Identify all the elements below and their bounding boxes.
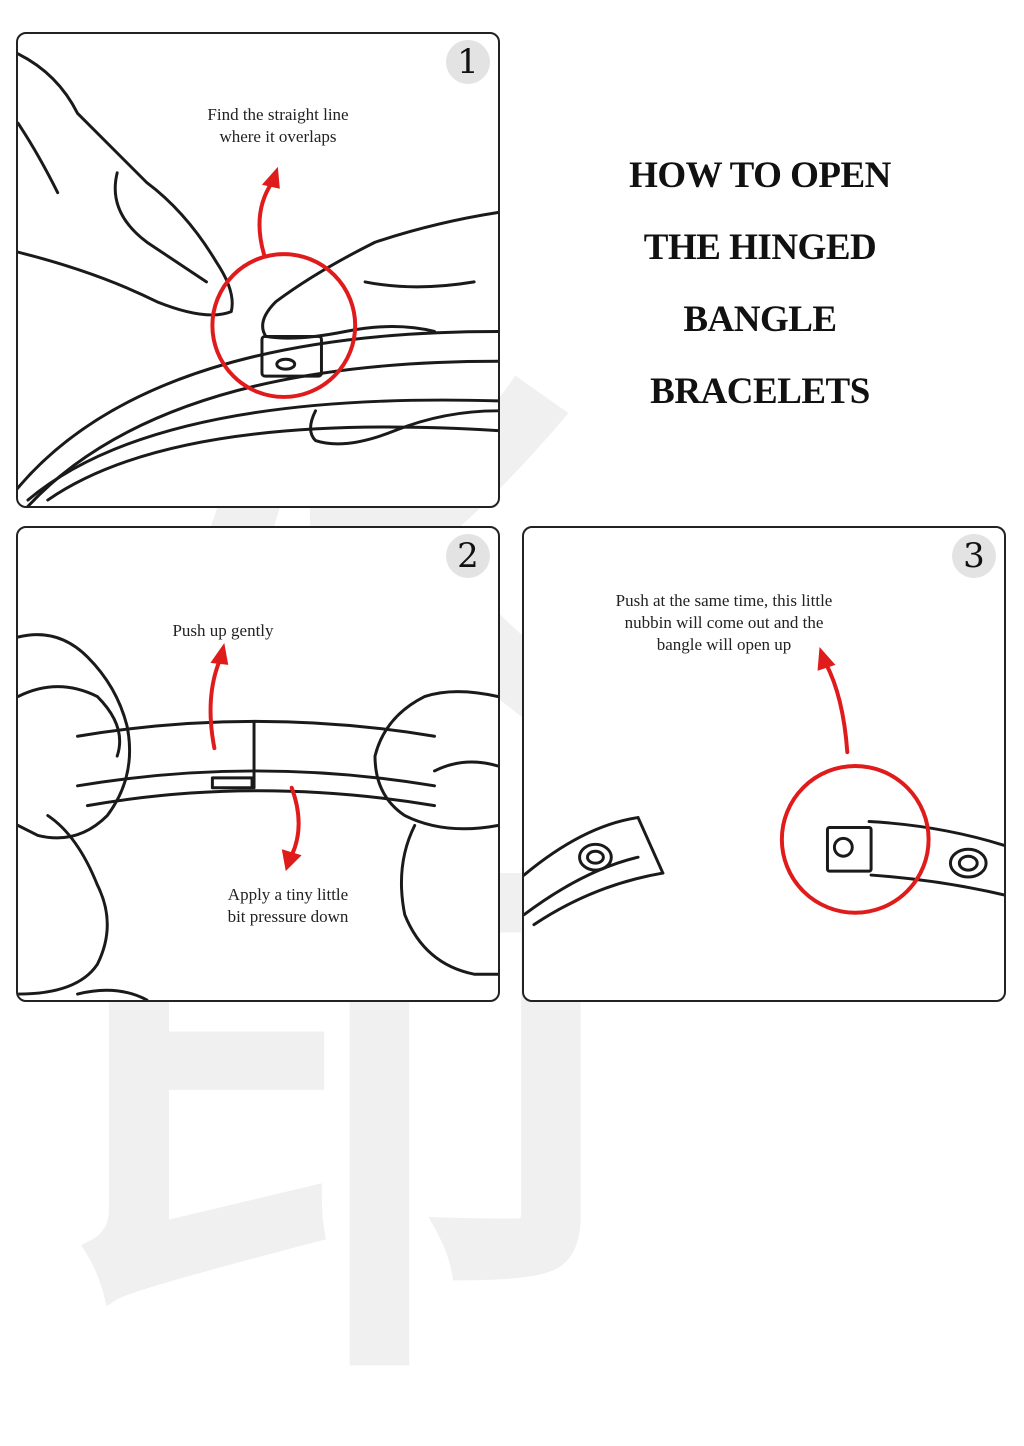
red-arrow-icon <box>817 646 836 671</box>
red-arrow-icon <box>210 643 229 665</box>
red-arrow-icon <box>261 166 280 189</box>
step-1-caption: Find the straight line where it overlaps <box>207 105 349 146</box>
step-2-caption-bottom: Apply a tiny little bit pressure down <box>227 885 349 926</box>
title-block: HOW TO OPEN THE HINGED BANGLE BRACELETS <box>560 140 960 428</box>
title-line-1: HOW TO OPEN <box>629 155 891 196</box>
title-line-3: BANGLE <box>683 299 837 340</box>
step-2-panel: 2 Push up gently Apply a tiny little bit… <box>16 526 500 1002</box>
title-line-4: BRACELETS <box>650 371 870 412</box>
red-arrow-icon <box>281 849 302 872</box>
step-1-illustration <box>18 52 498 506</box>
step-3-illustration <box>524 646 1004 927</box>
step-3-panel: 3 Push at the same time, this little nub… <box>522 526 1006 1002</box>
step-2-caption-top: Push up gently <box>172 621 274 640</box>
step-1-badge: 1 <box>446 40 490 84</box>
highlight-circle-icon <box>210 252 358 399</box>
title-line-2: THE HINGED <box>643 227 877 268</box>
step-3-caption: Push at the same time, this little nubbi… <box>615 591 833 654</box>
step-1-panel: 1 Find the straight line where it overla… <box>16 32 500 508</box>
step-2-badge: 2 <box>446 534 490 578</box>
step-2-illustration <box>18 633 498 1000</box>
highlight-circle-icon <box>779 763 931 915</box>
step-3-badge: 3 <box>952 534 996 578</box>
